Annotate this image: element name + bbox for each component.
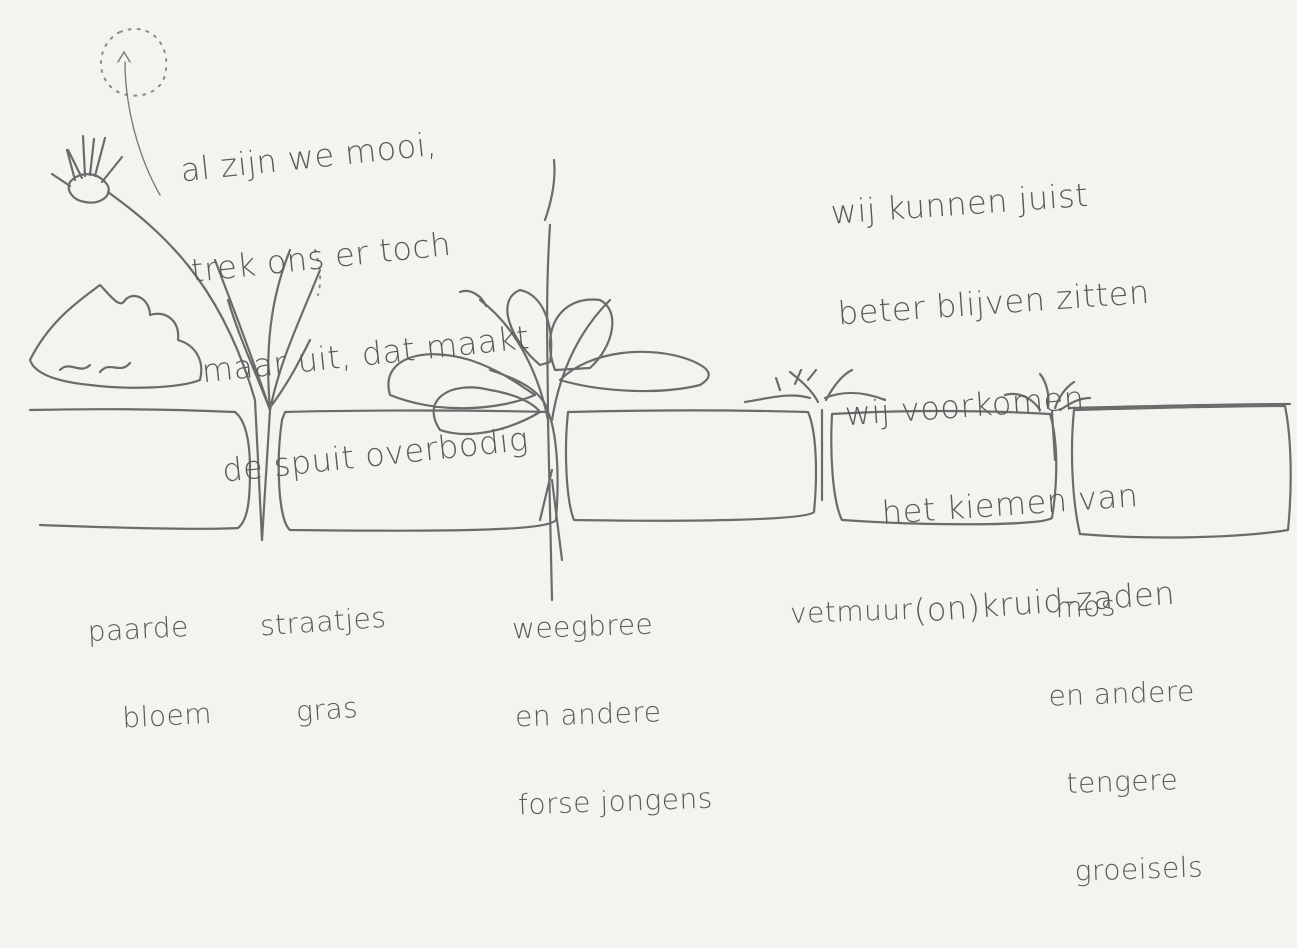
- note-line: maar uit, dat maakt: [200, 321, 531, 389]
- label-mos: mos en andere tengere groeisels: [1043, 530, 1206, 946]
- label-line: paarde: [87, 611, 208, 647]
- weeds-between-paving-diagram: al zijn we mooi, trek ons er toch maar u…: [0, 0, 1297, 682]
- label-line: gras: [265, 690, 393, 728]
- label-straatjesgras: straatjes gras: [255, 544, 398, 787]
- label-line: groeisels: [1054, 853, 1203, 888]
- label-line: vetmuur: [790, 595, 914, 629]
- label-line: mos: [1045, 588, 1194, 623]
- note-line: wij voorkomen: [844, 376, 1162, 432]
- label-line: forse jongens: [518, 784, 714, 820]
- label-line: straatjes: [259, 603, 387, 641]
- dandelion-flower: [52, 136, 122, 203]
- label-line: bloem: [92, 699, 213, 735]
- note-line: al zijn we mooi,: [179, 120, 510, 188]
- note-line: het kiemen van: [851, 477, 1169, 533]
- label-line: tengere: [1051, 765, 1200, 800]
- note-line: wij kunnen juist: [830, 175, 1148, 231]
- label-line: weegbree: [511, 607, 707, 643]
- note-line: beter blijven zitten: [837, 275, 1155, 331]
- note-pull-us-out: al zijn we mooi, trek ons er toch maar u…: [172, 54, 549, 556]
- note-line: de spuit overbodig: [211, 421, 542, 489]
- label-weegbree: weegbree en andere forse jongens: [509, 549, 715, 879]
- dandelion-seed-stalk: [118, 52, 160, 195]
- dandelion-leaf: [30, 285, 201, 388]
- dandelion-seed-head: [101, 29, 166, 96]
- label-paardebloem: paarde bloem: [84, 552, 216, 793]
- label-line: en andere: [515, 696, 711, 732]
- label-vetmuur: vetmuur: [787, 536, 915, 687]
- note-line: trek ons er toch: [190, 221, 521, 289]
- paving-stone-3: [566, 411, 816, 521]
